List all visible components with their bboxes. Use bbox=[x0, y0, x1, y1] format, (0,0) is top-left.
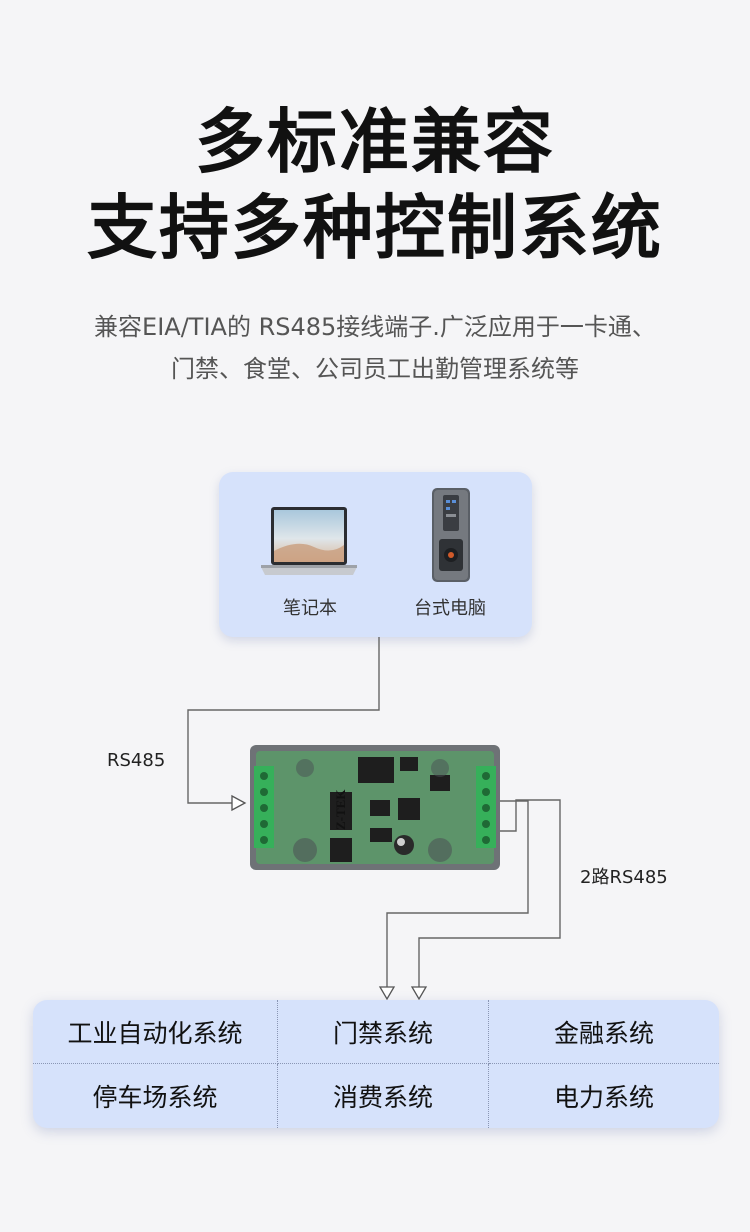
supported-systems-panel: 工业自动化系统 门禁系统 金融系统 停车场系统 消费系统 电力系统 bbox=[33, 1000, 719, 1128]
rs485-input-wire bbox=[187, 637, 380, 804]
system-power: 电力系统 bbox=[553, 1083, 654, 1112]
host-devices-panel: 笔记本 台式电脑 bbox=[219, 472, 532, 637]
laptop-label: 笔记本 bbox=[283, 598, 337, 619]
rs485-hub-module bbox=[250, 745, 500, 870]
system-access-control: 门禁系统 bbox=[278, 1000, 489, 1064]
input-arrow bbox=[231, 794, 247, 812]
rs485-input-label: RS485 bbox=[107, 750, 166, 771]
headline-line1: 多标准兼容 bbox=[195, 101, 555, 183]
desktop-computer-label: 台式电脑 bbox=[414, 598, 486, 619]
headline-line2: 支持多种控制系统 bbox=[87, 187, 663, 269]
output-arrow-1 bbox=[378, 986, 396, 1001]
system-parking: 停车场系统 bbox=[33, 1064, 278, 1128]
output-arrow-2 bbox=[410, 986, 428, 1001]
system-industrial-automation: 工业自动化系统 bbox=[33, 1000, 278, 1064]
rs485-output-wire-2 bbox=[418, 799, 561, 988]
laptop-icon bbox=[261, 507, 357, 575]
system-finance: 金融系统 bbox=[489, 1000, 719, 1064]
rs485-output-wire-1 bbox=[386, 800, 529, 988]
rs485-output-label: 2路RS485 bbox=[580, 867, 668, 888]
system-payment: 消费系统 bbox=[278, 1064, 489, 1128]
module-brand-logo: Z-TEK bbox=[333, 789, 348, 830]
description-line1: 兼容EIA/TIA的 RS485接线端子.广泛应用于一卡通、 bbox=[94, 313, 656, 341]
desktop-computer-icon bbox=[432, 488, 470, 582]
description-line2: 门禁、食堂、公司员工出勤管理系统等 bbox=[171, 355, 579, 383]
